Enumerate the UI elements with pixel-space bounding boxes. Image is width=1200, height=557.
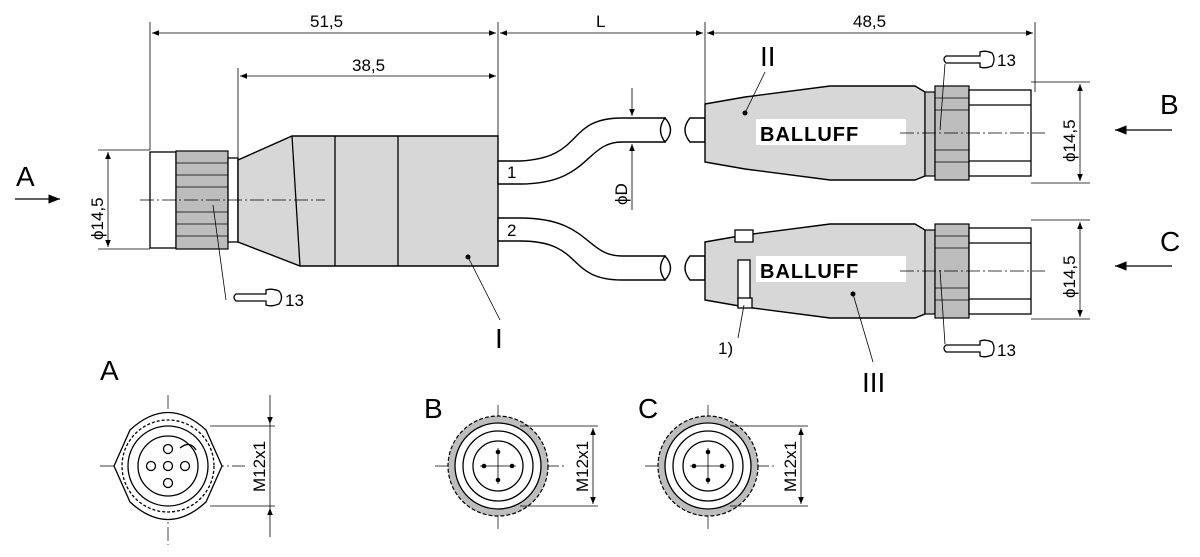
wrench-left: 13 (212, 204, 304, 310)
left-connector (140, 135, 499, 267)
part-i-label: I (465, 254, 503, 354)
arrow-b: B (1115, 89, 1179, 135)
part-iii-label: III (850, 291, 885, 398)
dimension-body-left: 38,5 (237, 56, 496, 160)
svg-text:M12x1: M12x1 (781, 441, 800, 492)
arrow-a: A (15, 161, 60, 204)
svg-text:1): 1) (718, 339, 733, 358)
svg-text:13: 13 (997, 51, 1016, 70)
svg-text:48,5: 48,5 (853, 12, 886, 31)
wrench-right-top: 13 (939, 50, 1016, 131)
svg-text:I: I (495, 323, 503, 354)
right-connector-bottom: BALLUFF (704, 223, 1045, 319)
part-ii-label: II (742, 41, 776, 116)
svg-text:BALLUFF: BALLUFF (760, 124, 859, 146)
arrow-c: C (1115, 226, 1180, 271)
svg-text:13: 13 (285, 291, 304, 310)
end-view-b: B M12x1 (424, 393, 598, 530)
svg-text:B: B (424, 393, 443, 424)
svg-text:51,5: 51,5 (310, 12, 343, 31)
dimension-cable-length: L (500, 12, 706, 105)
svg-text:ϕ14,5: ϕ14,5 (1060, 255, 1079, 298)
dimension-overall-right: 48,5 (707, 12, 1036, 92)
right-diameter-top: ϕ14,5 (1031, 81, 1090, 184)
dimension-overall-left: 51,5 (149, 12, 499, 150)
svg-text:III: III (862, 367, 885, 398)
svg-text:ϕD: ϕD (612, 183, 631, 205)
svg-text:L: L (596, 12, 605, 31)
svg-text:13: 13 (997, 341, 1016, 360)
svg-text:38,5: 38,5 (352, 56, 385, 75)
left-diameter-dimension: ϕ14,5 (88, 149, 150, 250)
cable-1: 1 (497, 116, 706, 185)
note-1-label: 1) (718, 304, 745, 358)
svg-text:M12x1: M12x1 (250, 441, 269, 492)
end-view-a: A M12x1 (100, 355, 275, 545)
svg-text:1: 1 (507, 163, 516, 182)
svg-text:M12x1: M12x1 (573, 441, 592, 492)
svg-text:II: II (760, 41, 776, 72)
svg-text:C: C (1160, 226, 1180, 257)
right-connector-top: BALLUFF (704, 85, 1045, 181)
svg-text:A: A (16, 161, 35, 192)
wrench-right-bottom: 13 (939, 269, 1016, 360)
svg-text:C: C (638, 393, 658, 424)
svg-text:2: 2 (507, 221, 516, 240)
svg-text:A: A (100, 355, 119, 386)
svg-text:BALLUFF: BALLUFF (760, 261, 859, 283)
cable-2: 2 (497, 217, 706, 282)
end-view-c: C M12x1 (638, 393, 808, 530)
svg-text:B: B (1160, 89, 1179, 120)
svg-text:ϕ14,5: ϕ14,5 (1060, 119, 1079, 162)
cable-diameter-dimension: ϕD (612, 88, 635, 210)
svg-text:ϕ14,5: ϕ14,5 (88, 197, 107, 240)
right-diameter-bottom: ϕ14,5 (1031, 219, 1090, 320)
